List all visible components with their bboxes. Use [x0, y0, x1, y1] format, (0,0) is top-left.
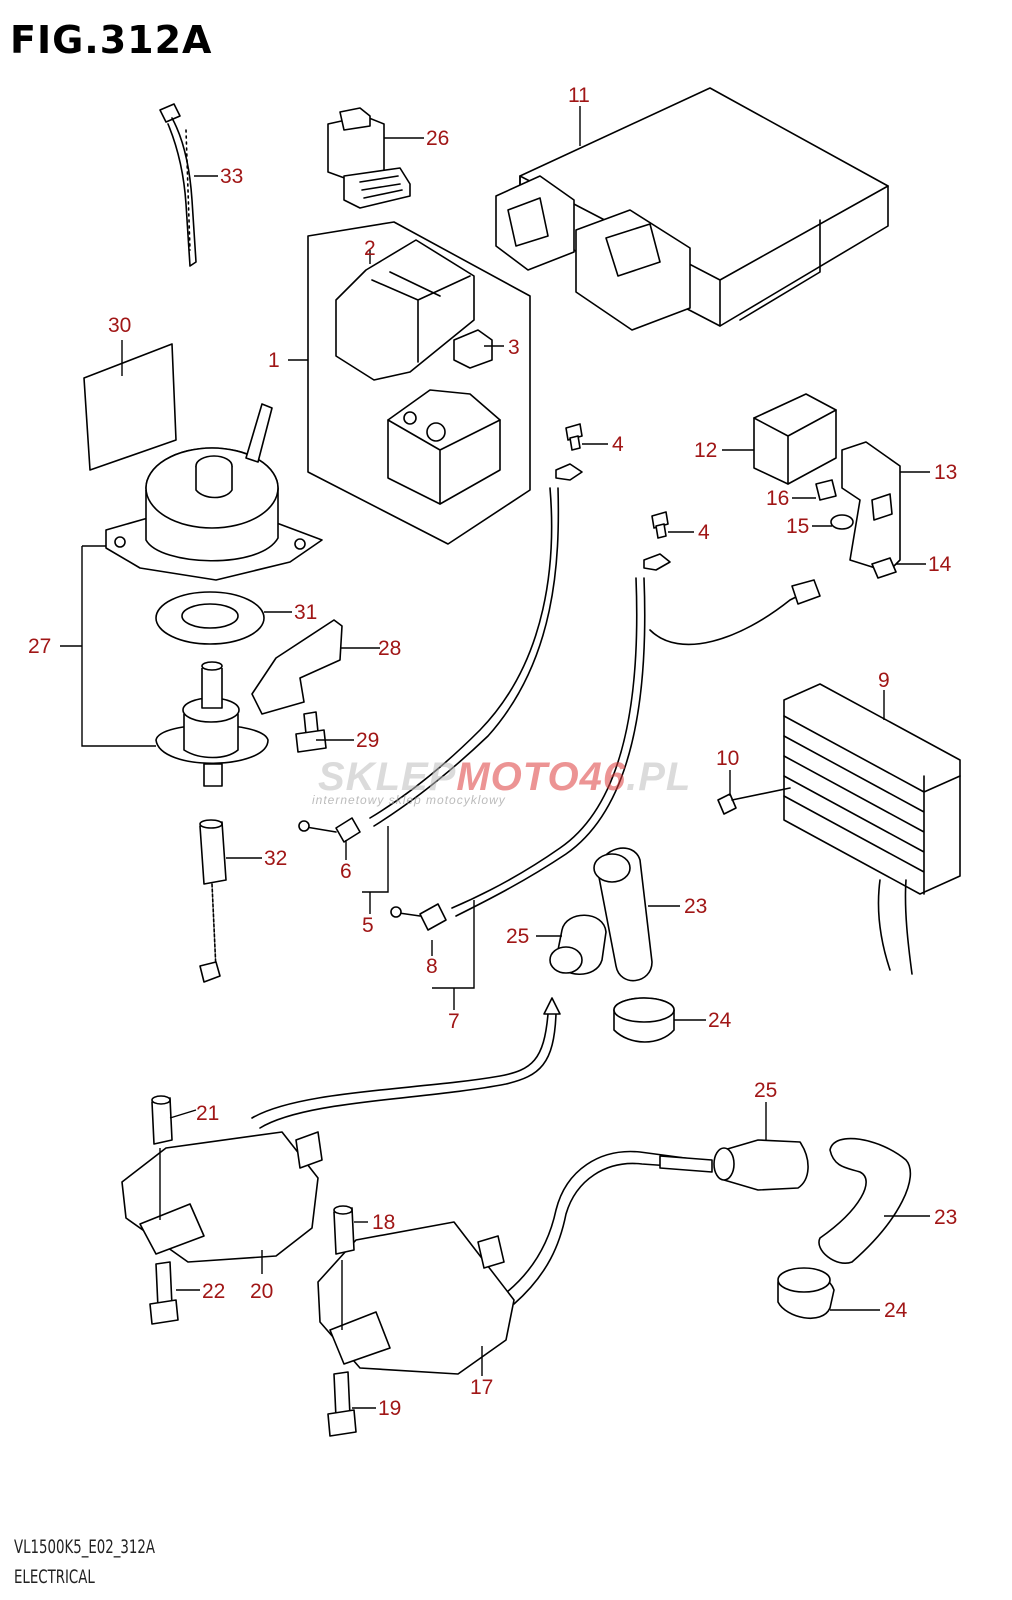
washer-14-part[interactable]: [871, 557, 897, 579]
relay-connector-part[interactable]: [327, 107, 411, 209]
collar-21-part[interactable]: [151, 1095, 173, 1145]
plug-cap-23b-part[interactable]: [818, 1137, 912, 1264]
speed-sensor-part[interactable]: [155, 661, 269, 787]
watermark-subtitle: internetowy sklep motocyklowy: [312, 793, 506, 807]
callout-4b: 4: [698, 521, 710, 544]
callout-17: 17: [470, 1376, 493, 1399]
watermark-brand-a: SKLEP: [318, 755, 457, 799]
bolt-22-part[interactable]: [149, 1261, 179, 1325]
sensor-bracket-part[interactable]: [251, 619, 343, 715]
seal-24a-part[interactable]: [613, 997, 675, 1043]
callout-28: 28: [378, 637, 401, 660]
plug-cap-23a-part[interactable]: [593, 847, 653, 982]
callout-25a: 25: [506, 925, 529, 948]
ecm-unit-part[interactable]: [495, 87, 889, 331]
bolt-19-part[interactable]: [327, 1371, 357, 1437]
ground-lead-6-part[interactable]: [298, 463, 583, 843]
bolt-4a-part[interactable]: [565, 423, 583, 451]
watermark-brand-b: MOTO: [456, 755, 580, 799]
watermark-brand-c: 46: [579, 755, 627, 799]
sensor-bracket-13-part[interactable]: [841, 441, 901, 573]
callout-labels: 11 26 33 2 3 1 30 4 12 13 16 15 4 14 31 …: [28, 84, 957, 1420]
figure-code: VL1500K5_E02_312A: [14, 1536, 155, 1558]
callout-23b: 23: [934, 1206, 957, 1229]
figure-title: FIG.312A: [10, 18, 213, 62]
rubber-boot-32-part[interactable]: [199, 819, 227, 983]
callout-1: 1: [268, 349, 280, 372]
fuse-part[interactable]: [453, 329, 493, 369]
callout-20: 20: [250, 1280, 273, 1303]
callout-25b: 25: [754, 1079, 777, 1102]
callout-19: 19: [378, 1397, 401, 1420]
starter-relay-part[interactable]: [387, 389, 501, 505]
callout-10: 10: [716, 747, 739, 770]
leader-lines: [60, 106, 930, 1409]
callout-24b: 24: [884, 1299, 908, 1322]
callout-11: 11: [568, 84, 590, 107]
relay-cover-part[interactable]: [335, 239, 475, 381]
callout-23a: 23: [684, 895, 707, 918]
collar-18-part[interactable]: [333, 1205, 355, 1255]
callout-15: 15: [786, 515, 809, 538]
label-sheet-part[interactable]: [83, 343, 177, 471]
grommet-15-part[interactable]: [830, 514, 854, 530]
callout-5: 5: [362, 914, 374, 937]
ground-lead-8-part[interactable]: [390, 553, 821, 931]
callout-9: 9: [878, 669, 890, 692]
callout-14: 14: [928, 553, 952, 576]
watermark-logo: SKLEPMOTO46.PL: [318, 755, 691, 800]
gear-position-sensor-part[interactable]: [105, 403, 323, 581]
rubber-cap-25a-part[interactable]: [549, 914, 607, 975]
callout-22: 22: [202, 1280, 225, 1303]
seal-24b-part[interactable]: [777, 1267, 835, 1319]
callout-12: 12: [694, 439, 717, 462]
callout-8: 8: [426, 955, 438, 978]
sensor-seal-ring-part[interactable]: [155, 591, 265, 645]
watermark-brand-d: .PL: [626, 755, 692, 799]
callout-33: 33: [220, 165, 243, 188]
callout-6: 6: [340, 860, 352, 883]
tip-over-sensor-part[interactable]: [753, 393, 837, 485]
callout-3: 3: [508, 336, 520, 359]
callout-16: 16: [766, 487, 789, 510]
bolt-16-part[interactable]: [815, 479, 837, 501]
bolt-29-part[interactable]: [295, 711, 327, 753]
regulator-rectifier-part[interactable]: [783, 683, 961, 975]
callout-21: 21: [196, 1102, 219, 1125]
callout-2: 2: [364, 237, 376, 260]
bolt-10-part[interactable]: [717, 787, 791, 815]
callout-27: 27: [28, 635, 51, 658]
callout-4a: 4: [612, 433, 624, 456]
callout-13: 13: [934, 461, 957, 484]
callout-32: 32: [264, 847, 287, 870]
callout-29: 29: [356, 729, 379, 752]
callout-18: 18: [372, 1211, 395, 1234]
callout-24a: 24: [708, 1009, 732, 1032]
callout-26: 26: [426, 127, 449, 150]
callout-30: 30: [108, 314, 131, 337]
ignition-coil-20-part[interactable]: [121, 997, 561, 1263]
starter-relay-group: [307, 221, 531, 545]
ignition-coil-17-part[interactable]: [317, 1150, 713, 1375]
rubber-cap-25b-part[interactable]: [713, 1139, 809, 1191]
callout-7: 7: [448, 1010, 460, 1033]
bolt-4b-part[interactable]: [651, 511, 669, 539]
cable-tie-part[interactable]: [159, 103, 197, 267]
figure-section: ELECTRICAL: [14, 1566, 95, 1588]
callout-31: 31: [294, 601, 317, 624]
